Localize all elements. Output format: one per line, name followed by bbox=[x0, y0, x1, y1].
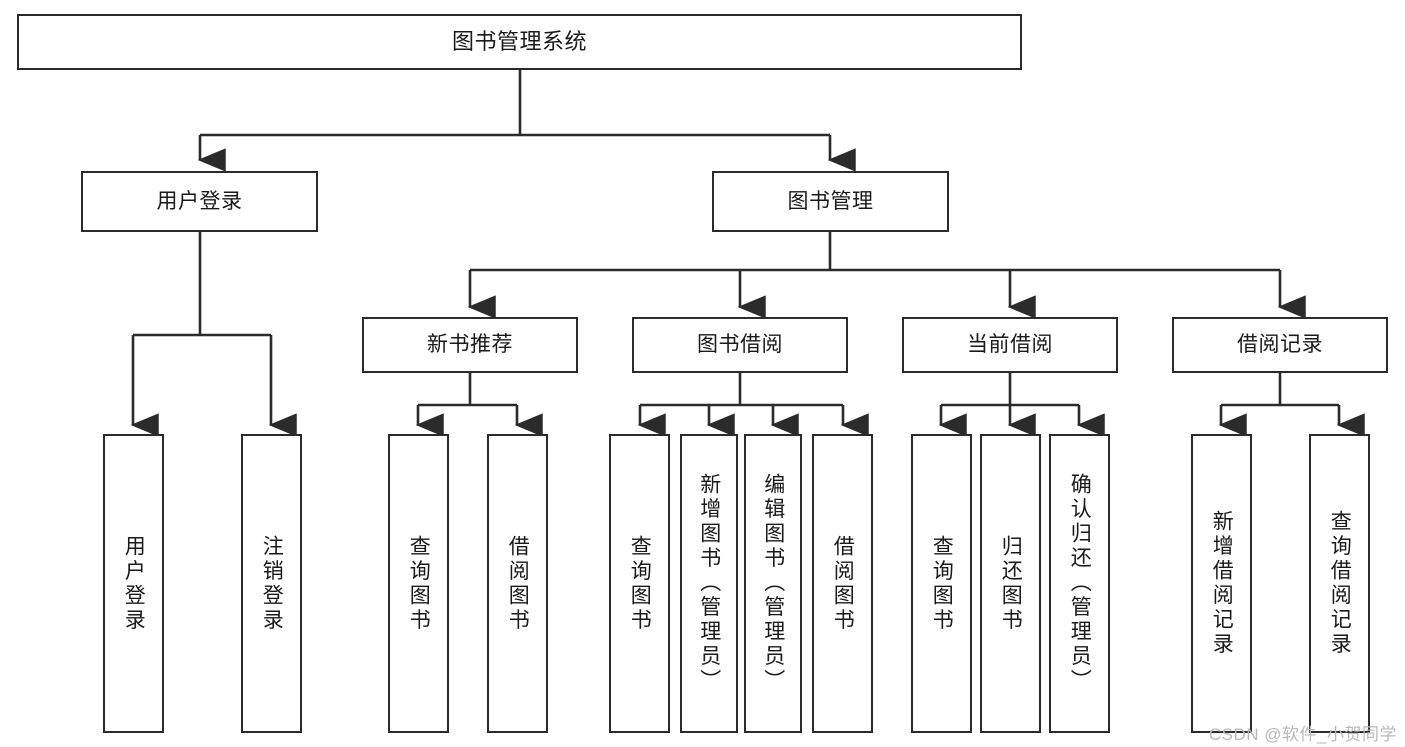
leaf-query-book-borrow[interactable]: 查询图书 bbox=[609, 434, 670, 733]
leaf-query-borrow-record[interactable]: 查询借阅记录 bbox=[1309, 434, 1370, 733]
leaf-add-borrow-record[interactable]: 新增借阅记录 bbox=[1191, 434, 1252, 733]
node-label: 当前借阅 bbox=[967, 333, 1053, 357]
node-label: 查询图书 bbox=[628, 534, 652, 633]
leaf-add-book-admin[interactable]: 新增图书（管理员） bbox=[680, 434, 738, 733]
node-book-borrowing[interactable]: 图书借阅 bbox=[632, 317, 848, 373]
node-label: 查询图书 bbox=[407, 534, 431, 633]
node-label: 借阅图书 bbox=[506, 534, 530, 633]
node-label: 用户登录 bbox=[156, 189, 243, 213]
node-current-borrowing[interactable]: 当前借阅 bbox=[902, 317, 1118, 373]
leaf-borrow-book[interactable]: 借阅图书 bbox=[812, 434, 873, 733]
node-new-book-recommendation[interactable]: 新书推荐 bbox=[362, 317, 578, 373]
node-label: 借阅图书 bbox=[831, 534, 855, 633]
node-label: 注销登录 bbox=[260, 534, 284, 633]
node-label: 查询借阅记录 bbox=[1328, 510, 1352, 657]
leaf-query-book-current[interactable]: 查询图书 bbox=[911, 434, 972, 733]
node-borrowing-record[interactable]: 借阅记录 bbox=[1172, 317, 1388, 373]
node-label: 用户登录 bbox=[122, 534, 146, 633]
node-label: 新书推荐 bbox=[427, 333, 513, 357]
leaf-confirm-return-admin[interactable]: 确认归还（管理员） bbox=[1049, 434, 1110, 733]
node-label: 图书借阅 bbox=[697, 333, 783, 357]
node-root-library-management-system[interactable]: 图书管理系统 bbox=[17, 14, 1022, 70]
leaf-logout[interactable]: 注销登录 bbox=[241, 434, 302, 733]
leaf-user-login[interactable]: 用户登录 bbox=[103, 434, 164, 733]
leaf-return-book[interactable]: 归还图书 bbox=[980, 434, 1041, 733]
node-label: 借阅记录 bbox=[1237, 333, 1323, 357]
leaf-borrow-book-newbook[interactable]: 借阅图书 bbox=[487, 434, 548, 733]
node-label: 图书管理系统 bbox=[451, 28, 587, 54]
node-label: 新增借阅记录 bbox=[1210, 510, 1234, 657]
node-label: 编辑图书（管理员） bbox=[761, 473, 785, 694]
node-label: 确认归还（管理员） bbox=[1068, 473, 1092, 694]
node-label: 查询图书 bbox=[930, 534, 954, 633]
node-label: 图书管理 bbox=[787, 189, 874, 213]
leaf-query-book-newbook[interactable]: 查询图书 bbox=[388, 434, 449, 733]
node-label: 新增图书（管理员） bbox=[697, 473, 721, 694]
node-user-login[interactable]: 用户登录 bbox=[81, 171, 318, 232]
node-label: 归还图书 bbox=[999, 534, 1023, 633]
leaf-edit-book-admin[interactable]: 编辑图书（管理员） bbox=[744, 434, 802, 733]
node-book-management[interactable]: 图书管理 bbox=[712, 171, 949, 232]
